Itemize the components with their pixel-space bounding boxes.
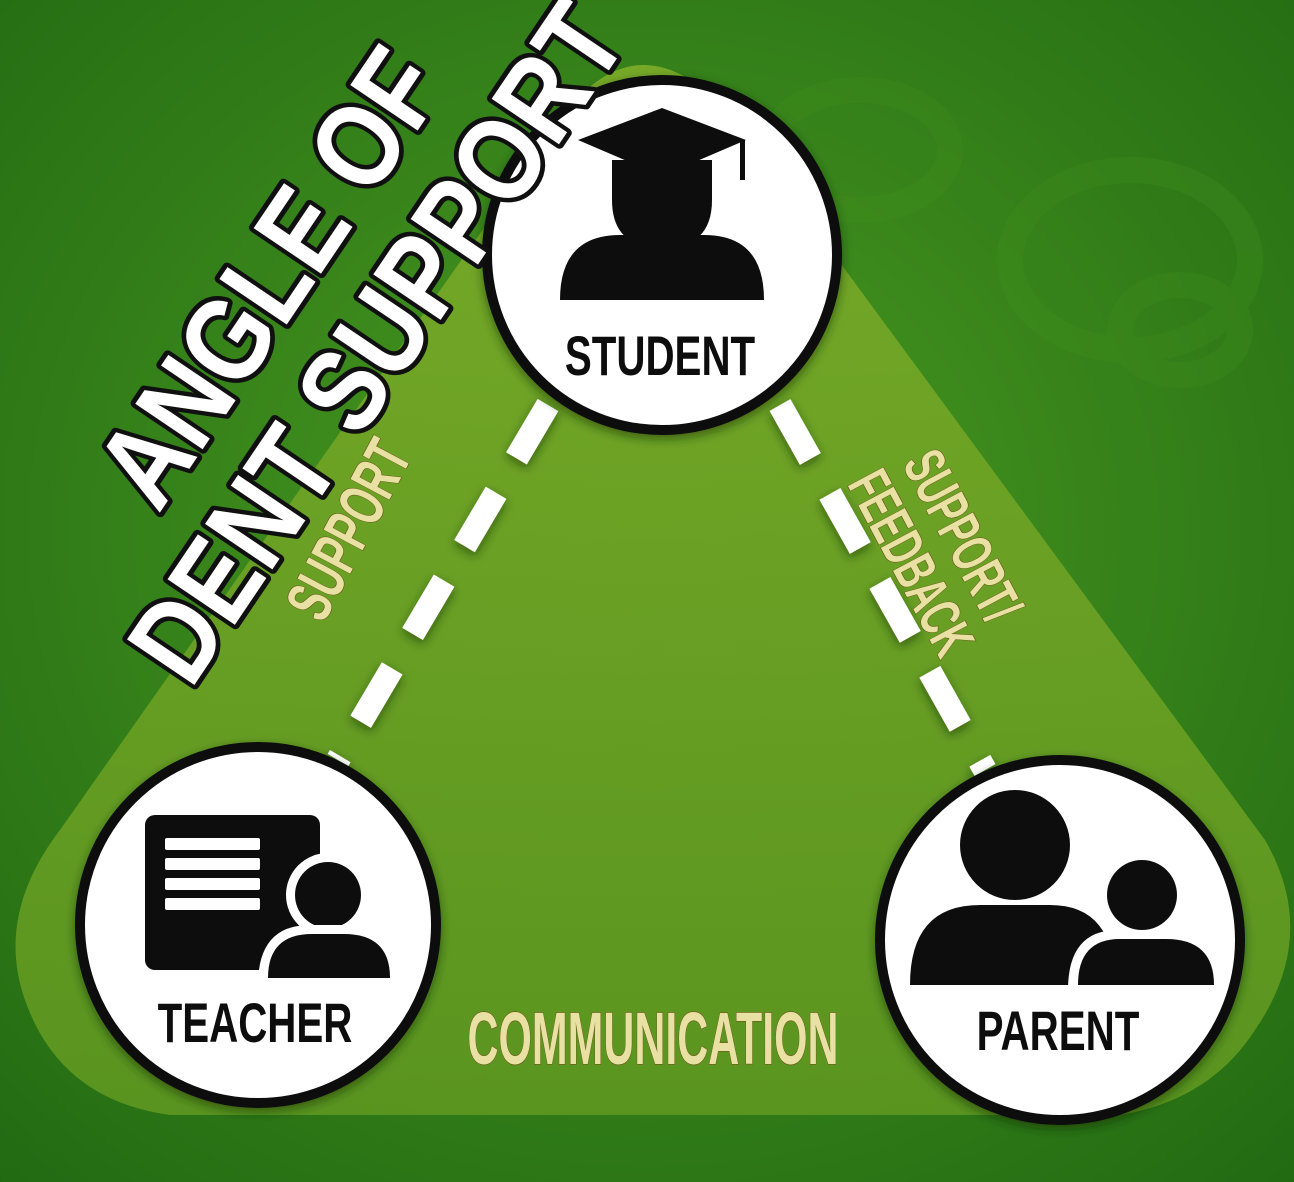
parent-child-icon xyxy=(910,790,1222,990)
student-node: STUDENT xyxy=(482,75,842,435)
edge-label-communication: COMMUNICATION xyxy=(467,997,838,1080)
teacher-board-icon xyxy=(145,815,398,985)
parent-node: PARENT xyxy=(875,755,1245,1125)
connector-student-teacher xyxy=(327,398,559,767)
connector-student-parent xyxy=(769,399,996,776)
graduate-icon xyxy=(560,108,764,300)
student-label: STUDENT xyxy=(565,326,756,388)
parent-label: PARENT xyxy=(977,1001,1140,1063)
teacher-node: TEACHER xyxy=(75,742,441,1108)
teacher-label: TEACHER xyxy=(158,993,353,1055)
